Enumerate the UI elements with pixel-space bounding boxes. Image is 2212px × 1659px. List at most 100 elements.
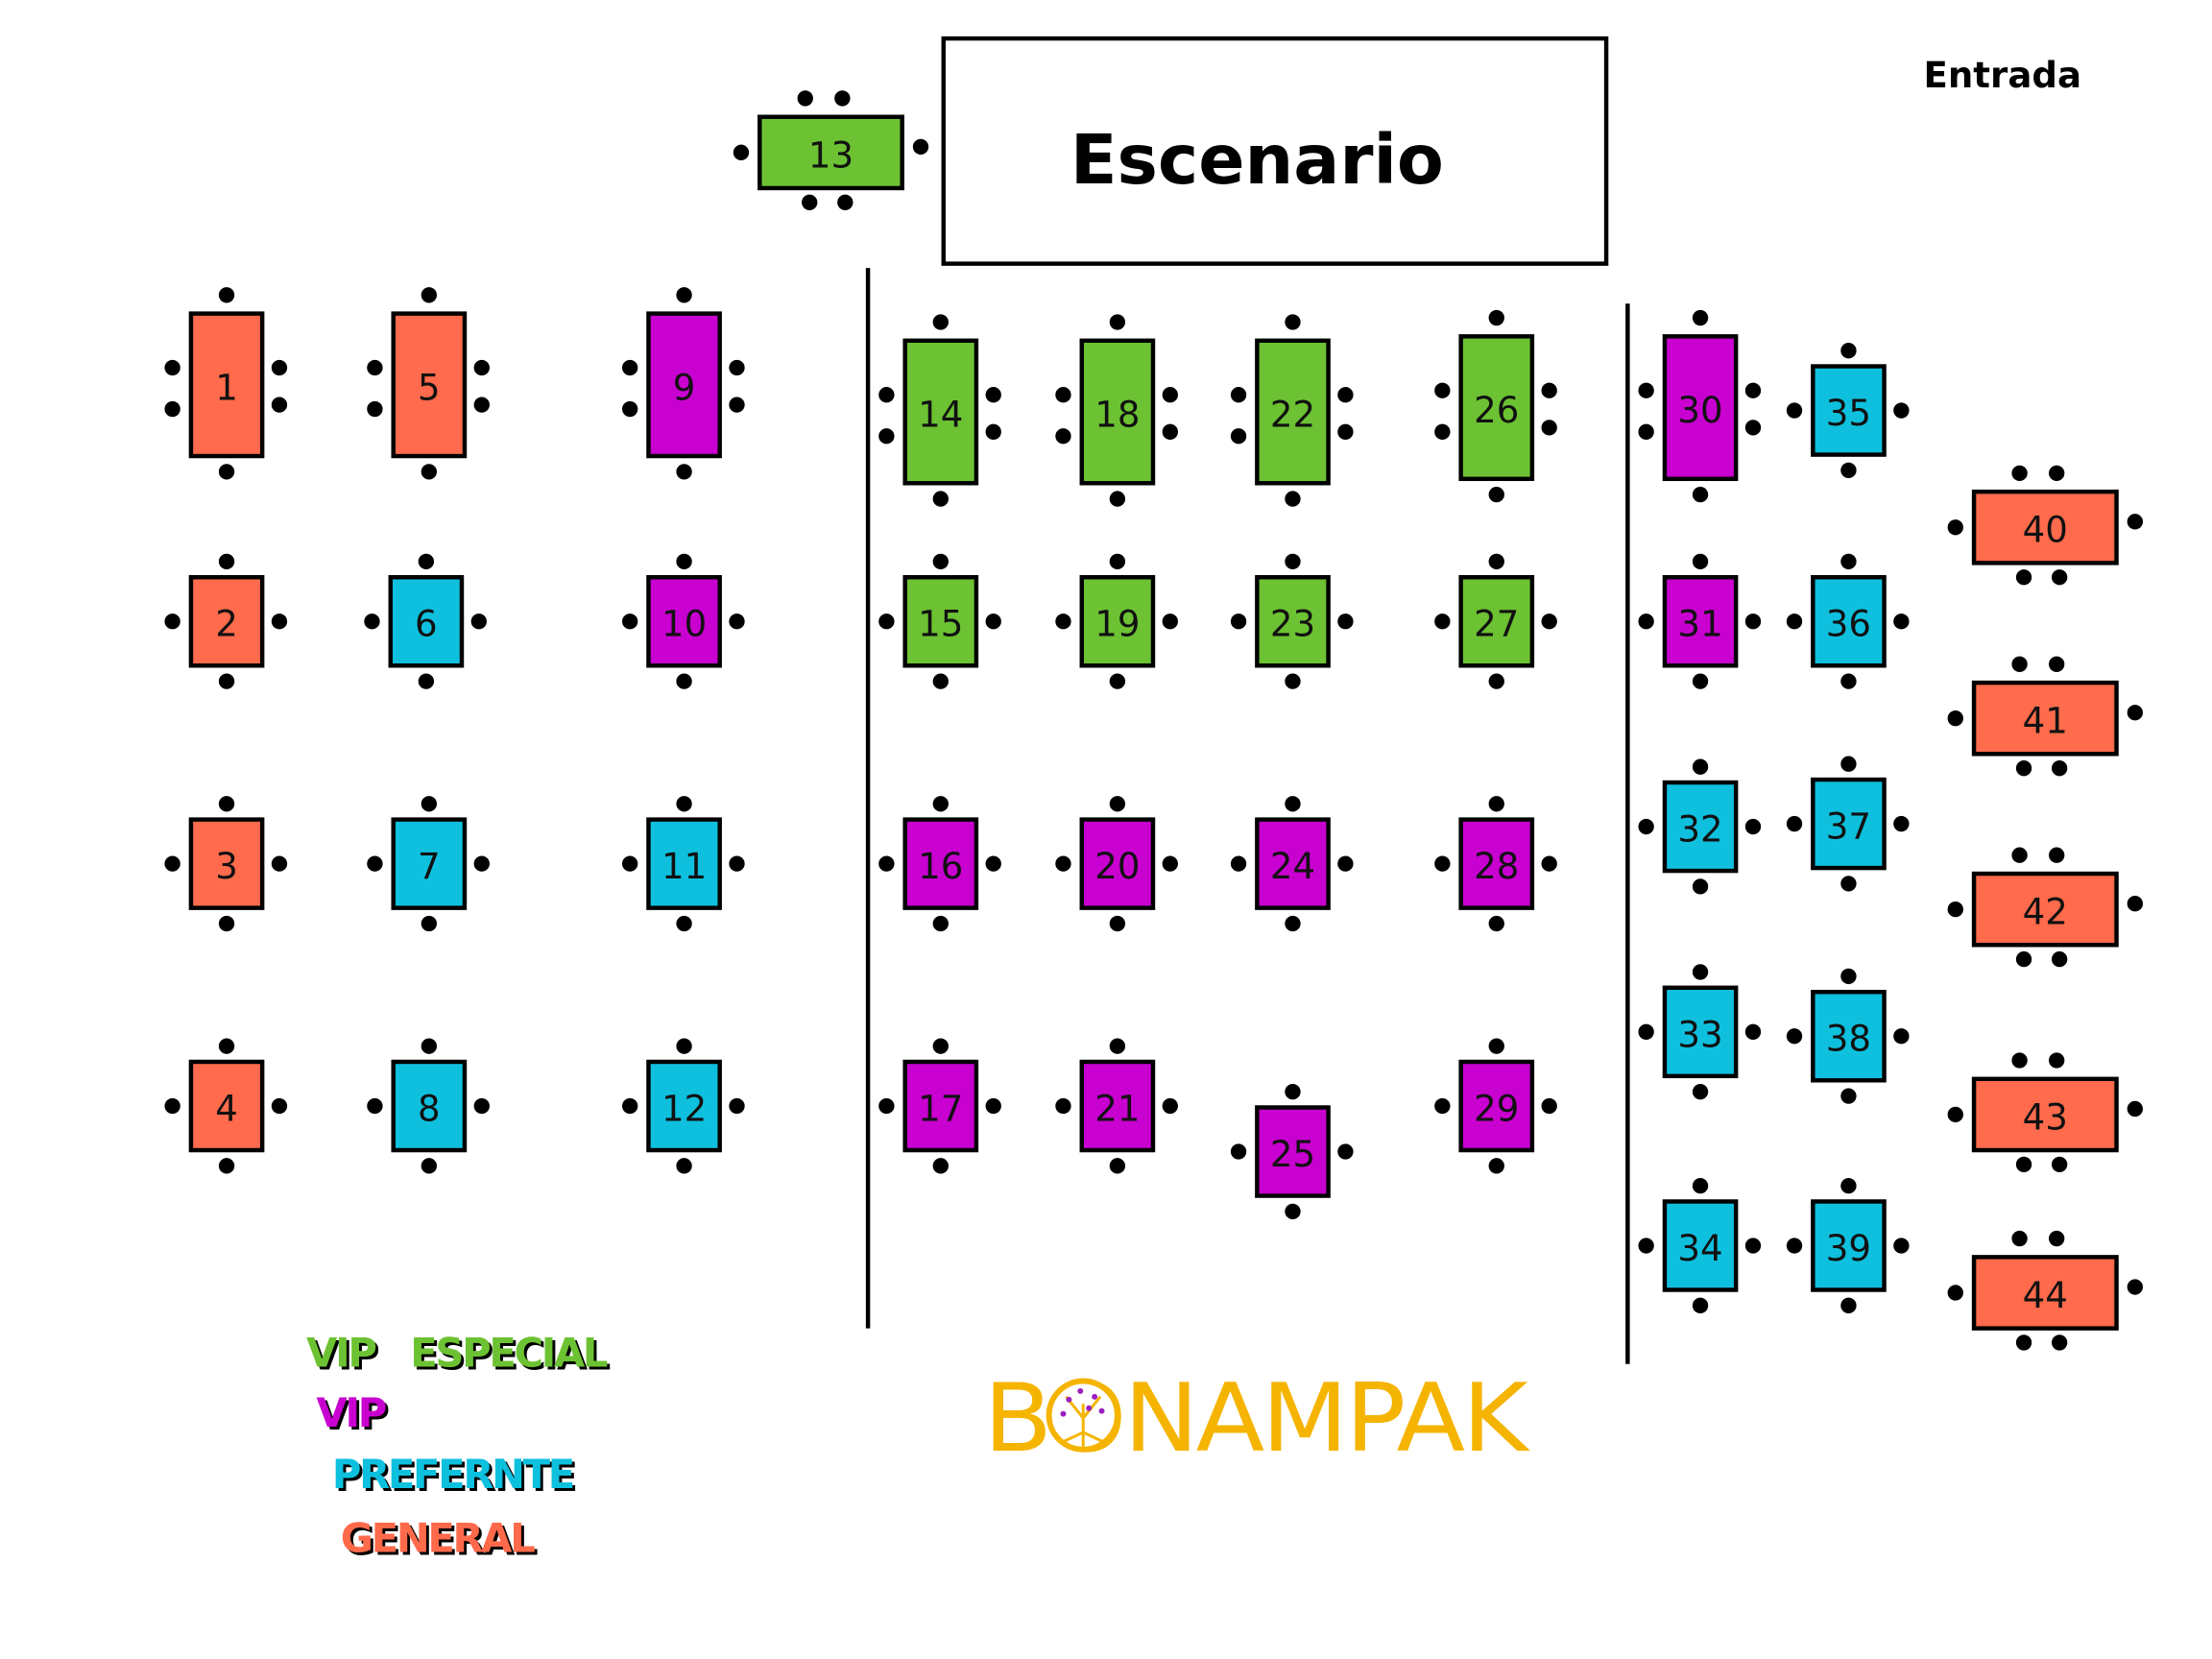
table-24[interactable]: 24 — [1230, 796, 1354, 932]
table-32[interactable]: 32 — [1638, 758, 1762, 895]
chair — [1162, 423, 1178, 440]
table-shape[interactable] — [757, 114, 904, 191]
table-23[interactable]: 23 — [1230, 553, 1354, 689]
table-shape[interactable] — [1255, 338, 1331, 486]
table-30[interactable]: 30 — [1638, 309, 1762, 503]
table-5[interactable]: 5 — [367, 287, 490, 480]
table-shape[interactable] — [1662, 334, 1739, 482]
table-43[interactable]: 43 — [1947, 1052, 2143, 1173]
table-25[interactable]: 25 — [1230, 1083, 1354, 1220]
table-number: 21 — [1094, 1088, 1140, 1129]
table-shape[interactable] — [1811, 777, 1887, 871]
chair — [676, 287, 692, 303]
table-shape[interactable] — [1458, 817, 1535, 910]
table-16[interactable]: 16 — [878, 796, 1001, 932]
table-shape[interactable] — [1971, 489, 2119, 565]
table-31[interactable]: 31 — [1638, 553, 1762, 689]
table-35[interactable]: 35 — [1786, 343, 1910, 479]
table-shape[interactable] — [1079, 817, 1156, 910]
table-28[interactable]: 28 — [1434, 796, 1557, 932]
table-40[interactable]: 40 — [1947, 465, 2143, 586]
table-shape[interactable] — [1811, 990, 1887, 1083]
table-21[interactable]: 21 — [1055, 1038, 1178, 1174]
table-29[interactable]: 29 — [1434, 1038, 1557, 1174]
table-13[interactable]: 13 — [733, 90, 929, 210]
table-shape[interactable] — [1458, 334, 1535, 482]
table-7[interactable]: 7 — [367, 796, 490, 932]
table-shape[interactable] — [646, 311, 722, 459]
table-4[interactable]: 4 — [164, 1038, 288, 1174]
table-shape[interactable] — [1662, 1199, 1739, 1292]
table-17[interactable]: 17 — [878, 1038, 1001, 1174]
table-2[interactable]: 2 — [164, 553, 288, 689]
table-shape[interactable] — [1662, 575, 1739, 668]
table-number: 33 — [1677, 1014, 1722, 1055]
chair — [1541, 613, 1557, 630]
table-shape[interactable] — [902, 338, 979, 486]
table-22[interactable]: 22 — [1230, 314, 1354, 507]
table-shape[interactable] — [1811, 1199, 1887, 1292]
table-shape[interactable] — [1079, 338, 1156, 486]
table-shape[interactable] — [391, 311, 468, 459]
table-19[interactable]: 19 — [1055, 553, 1178, 689]
table-10[interactable]: 10 — [622, 553, 745, 689]
table-shape[interactable] — [646, 575, 722, 668]
table-number: 19 — [1094, 604, 1140, 645]
table-34[interactable]: 34 — [1638, 1177, 1762, 1313]
table-shape[interactable] — [391, 1059, 468, 1153]
table-shape[interactable] — [188, 311, 265, 459]
table-44[interactable]: 44 — [1947, 1230, 2143, 1351]
table-37[interactable]: 37 — [1786, 756, 1910, 892]
table-shape[interactable] — [1458, 1059, 1535, 1153]
table-shape[interactable] — [1971, 1076, 2119, 1153]
table-shape[interactable] — [902, 1059, 979, 1153]
chair — [878, 428, 895, 445]
legend: VIP ESPECIAL VIP PREFERNTE GENERAL — [306, 1330, 610, 1562]
table-39[interactable]: 39 — [1786, 1177, 1910, 1313]
table-shape[interactable] — [1971, 871, 2119, 948]
table-shape[interactable] — [646, 1059, 722, 1153]
table-18[interactable]: 18 — [1055, 314, 1178, 507]
table-shape[interactable] — [1255, 575, 1331, 668]
table-shape[interactable] — [1811, 364, 1887, 457]
table-36[interactable]: 36 — [1786, 553, 1910, 689]
table-shape[interactable] — [1971, 1255, 2119, 1331]
table-41[interactable]: 41 — [1947, 656, 2143, 777]
table-9[interactable]: 9 — [622, 287, 745, 480]
chair — [271, 359, 288, 376]
table-shape[interactable] — [1079, 575, 1156, 668]
table-shape[interactable] — [1255, 817, 1331, 910]
table-8[interactable]: 8 — [367, 1038, 490, 1174]
table-shape[interactable] — [902, 575, 979, 668]
table-shape[interactable] — [1079, 1059, 1156, 1153]
table-shape[interactable] — [902, 817, 979, 910]
table-42[interactable]: 42 — [1947, 847, 2143, 968]
table-6[interactable]: 6 — [364, 553, 487, 689]
table-shape[interactable] — [188, 817, 265, 910]
table-shape[interactable] — [388, 575, 465, 668]
chair — [1055, 428, 1071, 445]
table-38[interactable]: 38 — [1786, 968, 1910, 1104]
table-shape[interactable] — [1971, 680, 2119, 757]
table-1[interactable]: 1 — [164, 287, 288, 480]
table-shape[interactable] — [1662, 985, 1739, 1079]
table-33[interactable]: 33 — [1638, 964, 1762, 1100]
chair — [1162, 613, 1178, 630]
table-11[interactable]: 11 — [622, 796, 745, 932]
table-shape[interactable] — [391, 817, 468, 910]
table-shape[interactable] — [1458, 575, 1535, 668]
table-shape[interactable] — [1255, 1105, 1331, 1198]
table-14[interactable]: 14 — [878, 314, 1001, 507]
table-3[interactable]: 3 — [164, 796, 288, 932]
table-shape[interactable] — [1662, 780, 1739, 874]
table-shape[interactable] — [188, 1059, 265, 1153]
table-shape[interactable] — [646, 817, 722, 910]
table-number: 16 — [918, 846, 963, 887]
table-shape[interactable] — [188, 575, 265, 668]
table-12[interactable]: 12 — [622, 1038, 745, 1174]
table-26[interactable]: 26 — [1434, 309, 1557, 503]
table-shape[interactable] — [1811, 575, 1887, 668]
table-20[interactable]: 20 — [1055, 796, 1178, 932]
table-15[interactable]: 15 — [878, 553, 1001, 689]
table-27[interactable]: 27 — [1434, 553, 1557, 689]
